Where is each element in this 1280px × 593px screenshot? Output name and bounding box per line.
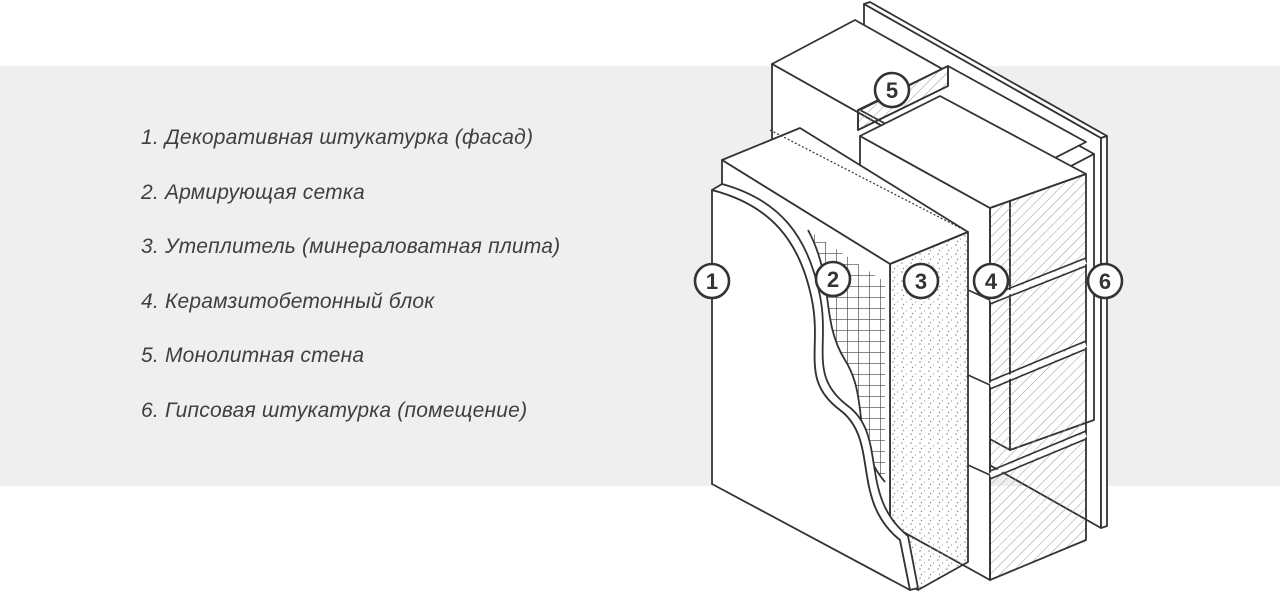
legend-item-5: 5. Монолитная стена <box>141 344 365 368</box>
marker-3: 3 <box>902 262 940 300</box>
legend-item-6: 6. Гипсовая штукатурка (помещение) <box>141 398 528 422</box>
legend-item-3: 3. Утеплитель (минераловатная плита) <box>141 235 561 259</box>
legend-item-2: 2. Армирующая сетка <box>141 180 365 204</box>
marker-1-label: 1 <box>706 269 718 294</box>
marker-3-label: 3 <box>915 269 927 294</box>
marker-6-label: 6 <box>1099 269 1111 294</box>
marker-4: 4 <box>972 262 1010 300</box>
legend-item-1: 1. Декоративная штукатурка (фасад) <box>141 126 534 149</box>
decorative-plaster-layer <box>711 183 919 591</box>
marker-5-label: 5 <box>886 78 898 103</box>
legend-item-4: 4. Керамзитобетонный блок <box>141 289 435 313</box>
marker-5: 5 <box>873 71 911 109</box>
marker-2-label: 2 <box>827 267 839 292</box>
marker-2: 2 <box>814 260 852 298</box>
layer-legend: 1. Декоративная штукатурка (фасад) 2. Ар… <box>141 124 560 452</box>
marker-6: 6 <box>1086 262 1124 300</box>
marker-1: 1 <box>693 262 731 300</box>
marker-4-label: 4 <box>985 269 998 294</box>
